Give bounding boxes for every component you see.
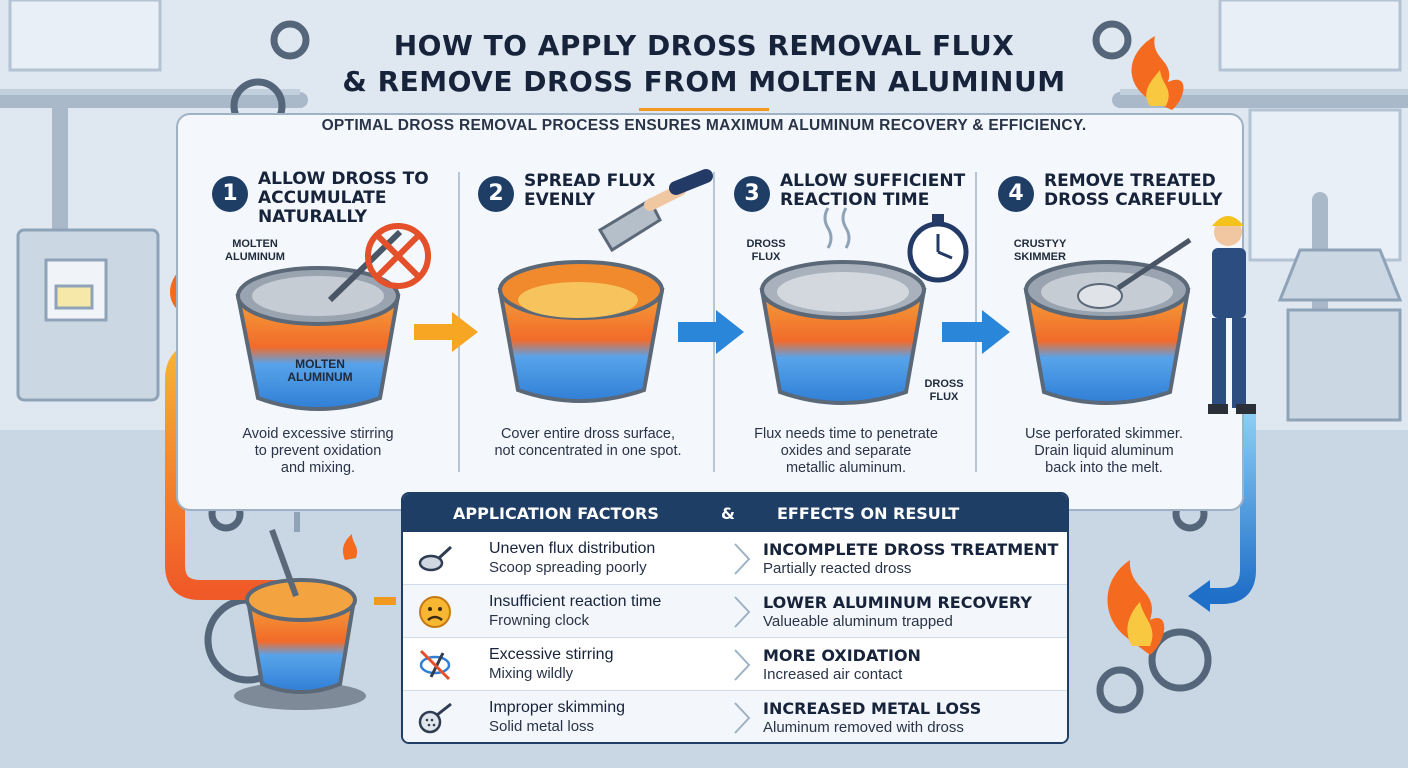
header-ampersand: & bbox=[721, 504, 735, 523]
callout-molten-aluminum-pot: MOLTEN ALUMINUM bbox=[287, 357, 353, 384]
title-block: HOW TO APPLY DROSS REMOVAL FLUX & REMOVE… bbox=[260, 28, 1148, 111]
factor-subtext: Mixing wildly bbox=[489, 665, 574, 682]
factor-subtext: Scoop spreading poorly bbox=[489, 559, 647, 576]
no-stirring-icon bbox=[419, 649, 451, 681]
step-desc-2: Cover entire dross surface, not concentr… bbox=[494, 426, 682, 459]
effect-subtext: Aluminum removed with dross bbox=[763, 719, 964, 736]
step-desc-1: Avoid excessive stirring to prevent oxid… bbox=[242, 426, 394, 476]
effect-text: LOWER ALUMINUM RECOVERY bbox=[763, 593, 1032, 612]
step-number-3: 3 bbox=[734, 176, 770, 212]
callout-molten-aluminum-top: MOLTEN ALUMINUM bbox=[225, 238, 285, 263]
factor-text: Uneven flux distribution bbox=[489, 540, 656, 557]
step-separator bbox=[713, 172, 715, 472]
factor-text: Improper skimming bbox=[489, 699, 626, 716]
title-underline bbox=[639, 108, 769, 111]
effect-text: INCREASED METAL LOSS bbox=[763, 699, 982, 718]
step-desc-4: Use perforated skimmer. Drain liquid alu… bbox=[1025, 426, 1183, 476]
factors-table: APPLICATION FACTORS & EFFECTS ON RESULT … bbox=[401, 492, 1069, 744]
scoop-icon bbox=[418, 545, 453, 572]
step-separator bbox=[458, 172, 460, 472]
effect-text: INCOMPLETE DROSS TREATMENT bbox=[763, 540, 1059, 559]
factor-row: Excessive stirring Mixing wildly MORE OX… bbox=[403, 638, 1067, 691]
step-title-4: REMOVE TREATED DROSS CAREFULLY bbox=[1044, 171, 1223, 210]
step-desc-3: Flux needs time to penetrate oxides and … bbox=[754, 426, 938, 476]
chevron-right-icon bbox=[734, 702, 751, 734]
chevron-right-icon bbox=[734, 596, 751, 628]
step-number-1: 1 bbox=[212, 176, 248, 212]
header-effects-on-result: EFFECTS ON RESULT bbox=[777, 504, 960, 523]
effect-subtext: Increased air contact bbox=[763, 666, 903, 683]
skimmer-icon bbox=[418, 702, 452, 734]
factor-subtext: Frowning clock bbox=[489, 612, 590, 629]
step-number-4: 4 bbox=[998, 176, 1034, 212]
factor-row: Insufficient reaction time Frowning cloc… bbox=[403, 585, 1067, 638]
chevron-right-icon bbox=[734, 649, 751, 681]
title-line-1: HOW TO APPLY DROSS REMOVAL FLUX bbox=[393, 29, 1015, 62]
factor-text: Excessive stirring bbox=[489, 646, 614, 663]
subtitle: OPTIMAL DROSS REMOVAL PROCESS ENSURES MA… bbox=[321, 117, 1087, 134]
header-application-factors: APPLICATION FACTORS bbox=[453, 504, 659, 523]
machine-left bbox=[16, 228, 160, 402]
callout-dross-flux-top: DROSS FLUX bbox=[746, 238, 786, 263]
step-title-3: ALLOW SUFFICIENT REACTION TIME bbox=[780, 171, 966, 210]
callout-dross-flux-side: DROSS FLUX bbox=[924, 378, 964, 403]
effect-subtext: Valueable aluminum trapped bbox=[763, 613, 953, 630]
effect-text: MORE OXIDATION bbox=[763, 646, 921, 665]
title-line-2: & REMOVE DROSS FROM MOLTEN ALUMINUM bbox=[342, 65, 1066, 98]
factor-row: Uneven flux distribution Scoop spreading… bbox=[403, 532, 1067, 585]
step-separator bbox=[975, 172, 977, 472]
callout-crusty-skimmer: CRUSTYY SKIMMER bbox=[1013, 238, 1067, 263]
factors-header: APPLICATION FACTORS & EFFECTS ON RESULT bbox=[403, 494, 1067, 532]
effect-subtext: Partially reacted dross bbox=[763, 560, 912, 577]
factor-row: Improper skimming Solid metal loss INCRE… bbox=[403, 691, 1067, 742]
step-title-2: SPREAD FLUX EVENLY bbox=[524, 171, 656, 210]
frowning-face-icon bbox=[419, 596, 451, 628]
step-number-2: 2 bbox=[478, 176, 514, 212]
step-title-1: ALLOW DROSS TO ACCUMULATE NATURALLY bbox=[258, 169, 429, 227]
factor-text: Insufficient reaction time bbox=[489, 593, 662, 610]
chevron-right-icon bbox=[734, 543, 751, 575]
factor-subtext: Solid metal loss bbox=[489, 718, 595, 735]
cycle-arrow-blue bbox=[1210, 410, 1256, 604]
